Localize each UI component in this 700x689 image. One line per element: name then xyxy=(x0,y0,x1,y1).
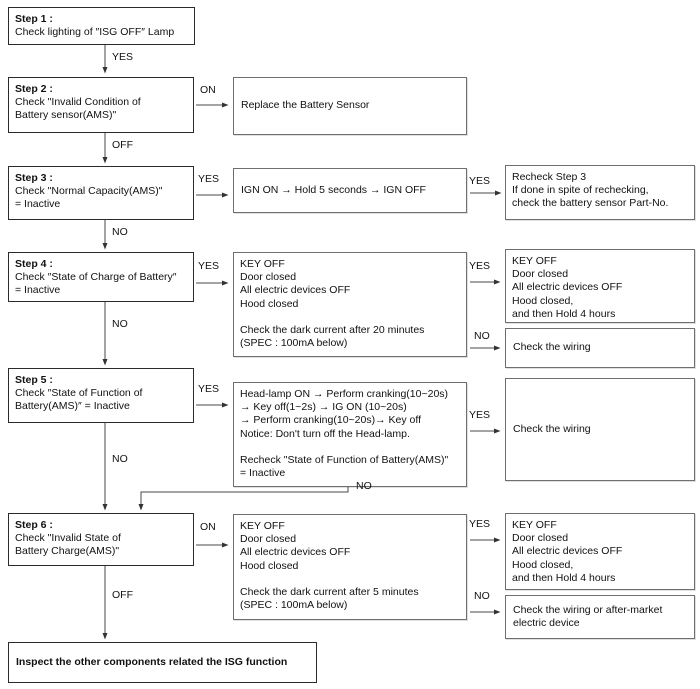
final-box: Inspect the other components related the… xyxy=(8,642,317,683)
step3-box: Step 3 : Check "Normal Capacity(AMS)" = … xyxy=(8,166,194,220)
arrow-headlamp-cycle-no-to-step6 xyxy=(138,487,349,511)
final-text: Inspect the other components related the… xyxy=(16,655,288,668)
headlamp-cycle-text: Head-lamp ON → Perform cranking(10~20s) … xyxy=(240,388,449,480)
recheck-step3-text: Recheck Step 3 If done in spite of reche… xyxy=(512,171,669,210)
key-off-hold4-text-b: KEY OFF Door closed All electric devices… xyxy=(512,519,623,584)
edge-label-step3-mid-yes: YES xyxy=(469,175,491,187)
edge-label-step4-yes: YES xyxy=(198,260,220,272)
step5-body: Check ″State of Function of Battery(AMS)… xyxy=(15,387,143,413)
edge-label-step5-mid-no: NO xyxy=(356,480,372,492)
step3-title: Step 3 : xyxy=(15,172,53,184)
key-off-hold4-box-a: KEY OFF Door closed All electric devices… xyxy=(505,249,695,323)
ign-cycle-box: IGN ON → Hold 5 seconds → IGN OFF xyxy=(233,168,467,213)
check-wiring-box-step5: Check the wiring xyxy=(505,378,695,481)
edge-label-step4-no: NO xyxy=(112,318,128,330)
step2-box: Step 2 : Check "Invalid Condition of Bat… xyxy=(8,77,194,133)
check-wiring-box-step4: Check the wiring xyxy=(505,328,695,368)
headlamp-cycle-box: Head-lamp ON → Perform cranking(10~20s) … xyxy=(233,382,467,487)
edge-label-step4-mid-yes: YES xyxy=(469,260,491,272)
edge-label-step5-mid-yes: YES xyxy=(469,409,491,421)
step3-body: Check "Normal Capacity(AMS)" = Inactive xyxy=(15,185,163,211)
edge-label-step6-off: OFF xyxy=(112,589,133,601)
edge-label-step6-mid-no: NO xyxy=(474,590,490,602)
dark-current-5-text: KEY OFF Door closed All electric devices… xyxy=(240,520,419,612)
check-wiring-text-step4: Check the wiring xyxy=(513,341,591,354)
recheck-step3-box: Recheck Step 3 If done in spite of reche… xyxy=(505,165,695,220)
ign-cycle-text: IGN ON → Hold 5 seconds → IGN OFF xyxy=(241,183,426,196)
edge-label-step2-off: OFF xyxy=(112,139,133,151)
edge-label-step3-no: NO xyxy=(112,226,128,238)
step1-title: Step 1 : xyxy=(15,13,53,25)
key-off-hold4-box-b: KEY OFF Door closed All electric devices… xyxy=(505,513,695,590)
dark-current-20-text: KEY OFF Door closed All electric devices… xyxy=(240,258,425,350)
step5-title: Step 5 : xyxy=(15,374,53,386)
edge-label-step6-on: ON xyxy=(200,521,216,533)
check-wiring-aftermarket-box: Check the wiring or after-market electri… xyxy=(505,595,695,639)
edge-label-step4-mid-no: NO xyxy=(474,330,490,342)
check-wiring-text-step5: Check the wiring xyxy=(513,422,591,435)
step2-body: Check "Invalid Condition of Battery sens… xyxy=(15,96,141,122)
edge-label-step6-mid-yes: YES xyxy=(469,518,491,530)
step6-title: Step 6 : xyxy=(15,519,53,531)
step6-body: Check "Invalid State of Battery Charge(A… xyxy=(15,532,121,558)
edge-label-step1-yes: YES xyxy=(112,51,134,63)
edge-label-step3-yes: YES xyxy=(198,173,220,185)
step2-title: Step 2 : xyxy=(15,83,53,95)
dark-current-5-box: KEY OFF Door closed All electric devices… xyxy=(233,514,467,620)
edge-label-step5-no: NO xyxy=(112,453,128,465)
edge-label-step5-yes: YES xyxy=(198,383,220,395)
replace-sensor-text: Replace the Battery Sensor xyxy=(241,99,370,112)
dark-current-20-box: KEY OFF Door closed All electric devices… xyxy=(233,252,467,357)
step4-title: Step 4 : xyxy=(15,258,53,270)
step4-body: Check ″State of Charge of Battery″ = Ina… xyxy=(15,271,177,297)
edge-label-step2-on: ON xyxy=(200,84,216,96)
key-off-hold4-text-a: KEY OFF Door closed All electric devices… xyxy=(512,255,623,320)
replace-sensor-box: Replace the Battery Sensor xyxy=(233,77,467,135)
step1-body: Check lighting of ″ISG OFF″ Lamp xyxy=(15,26,175,39)
step1-box: Step 1 : Check lighting of ″ISG OFF″ Lam… xyxy=(8,7,195,45)
check-wiring-aftermarket-text: Check the wiring or after-market electri… xyxy=(513,603,663,629)
step5-box: Step 5 : Check ″State of Function of Bat… xyxy=(8,368,194,423)
step6-box: Step 6 : Check "Invalid State of Battery… xyxy=(8,513,194,566)
step4-box: Step 4 : Check ″State of Charge of Batte… xyxy=(8,252,194,302)
